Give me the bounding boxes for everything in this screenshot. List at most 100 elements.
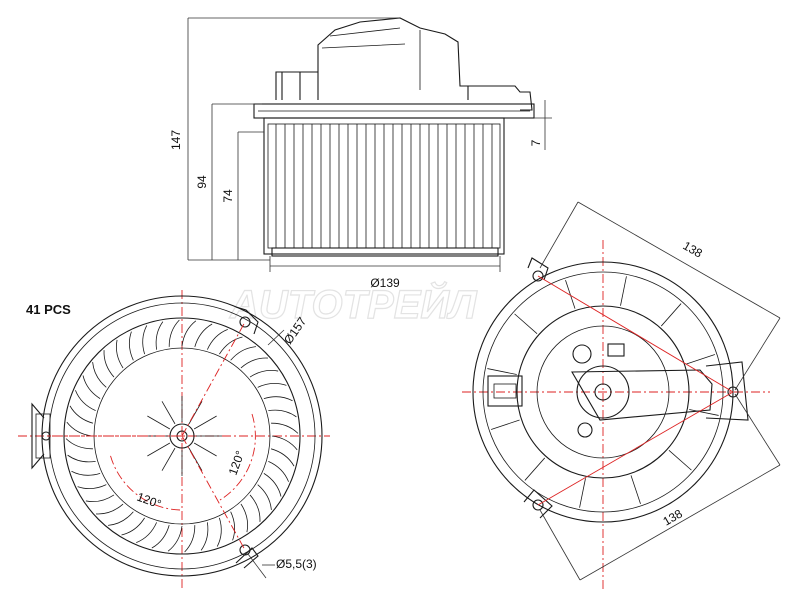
screw-bottom (577, 422, 593, 438)
wheel-rim (271, 247, 499, 257)
fan-blade (271, 422, 299, 434)
spoke (147, 442, 171, 457)
dim-span-top: 138 (681, 238, 706, 260)
spoke (161, 401, 176, 425)
fan-blade (65, 438, 93, 450)
front-blades (65, 319, 299, 553)
back-motor-ring (516, 305, 690, 479)
back-view: 138 138 (462, 201, 781, 592)
back-connector (487, 375, 523, 407)
dim-height-body: 94 (195, 175, 209, 189)
fan-blade (194, 323, 213, 348)
fan-blade (268, 409, 297, 418)
spoke (161, 447, 176, 471)
rib (668, 449, 692, 471)
fan-blade (230, 511, 236, 541)
motor-cap (576, 365, 630, 419)
connector-tab-left (31, 402, 45, 470)
back-inner-ring (536, 325, 670, 459)
rib (524, 457, 546, 481)
fan-blade (230, 346, 256, 361)
fan-blade (115, 339, 124, 369)
fan-blade (142, 325, 148, 355)
mount-ear-top (235, 306, 259, 335)
side-bracket (460, 85, 533, 111)
dim-height-wheel: 74 (221, 189, 235, 203)
rib (514, 313, 538, 335)
fan-blade (240, 503, 249, 533)
dim-wheel-diameter: Ø139 (370, 276, 400, 290)
blade-ring-outer (63, 317, 301, 555)
fan-blade (249, 369, 279, 378)
fan-blade (167, 525, 183, 552)
fan-blade (75, 390, 96, 412)
fan-blade (257, 382, 287, 388)
angle-label-1: 120° (226, 449, 248, 477)
fan-blade (151, 524, 170, 549)
spoke (147, 415, 171, 430)
rib (630, 475, 641, 505)
fan-blade (77, 484, 107, 490)
rivet-top (572, 344, 592, 364)
angle-label-2: 120° (135, 490, 163, 512)
mount-hole-bottom (239, 544, 251, 556)
wheel-blades (275, 124, 493, 248)
rib (490, 419, 520, 430)
fan-blade (257, 484, 272, 510)
rib (565, 279, 576, 309)
mount-hole-top (239, 316, 251, 328)
motor-arm (571, 369, 713, 421)
blower-wheel-side (263, 117, 505, 255)
fan-blade (249, 494, 261, 522)
fan-blade (96, 503, 124, 515)
fan-blade (155, 321, 164, 350)
fan-blade (67, 454, 96, 463)
fan-blade (92, 362, 107, 388)
quantity-label: 41 PCS (26, 302, 71, 317)
fan-blade (263, 473, 282, 497)
mount-hole-lower-left (532, 499, 544, 511)
dim-span-bottom: 138 (661, 506, 686, 528)
rib (660, 303, 682, 327)
watermark: AUTOTPEЙЛ (229, 280, 478, 327)
fan-blade (270, 448, 295, 467)
fan-blade (206, 329, 228, 350)
fan-blade (219, 336, 243, 355)
fan-blade (66, 421, 93, 437)
fan-blade (108, 511, 134, 526)
spoke (193, 442, 217, 457)
back-ribs (487, 276, 719, 508)
fan-blade (181, 320, 197, 347)
dim-hole-spec: Ø5,5(3) (276, 557, 317, 571)
rib (686, 354, 716, 365)
fan-blade (216, 517, 222, 547)
fan-blade (168, 319, 180, 347)
terminal (607, 343, 625, 357)
fan-blade (136, 522, 158, 543)
mount-hole-upper-left (532, 270, 544, 282)
connector-side (275, 71, 318, 100)
fan-blade (240, 357, 268, 369)
fan-blade (184, 525, 196, 553)
fan-blade (200, 522, 209, 551)
rib (620, 276, 627, 306)
mount-hole-right (727, 386, 739, 398)
dim-flange-thickness: 7 (529, 139, 543, 146)
fan-blade (271, 435, 298, 451)
fan-blade (103, 350, 115, 378)
side-view: 147 94 74 7 Ø139 (169, 17, 552, 290)
mount-ear-bottom (235, 547, 259, 569)
dim-height-total: 147 (169, 130, 183, 150)
front-view: Ø157 Ø5,5(3) 120° 120° (18, 290, 330, 590)
fan-blade (121, 517, 145, 536)
motor-housing (317, 17, 469, 100)
fan-blade (268, 460, 289, 482)
spoke (193, 415, 217, 430)
fan-blade (82, 375, 101, 399)
rib (579, 478, 586, 508)
fan-blade (71, 470, 101, 476)
mount-ear-right (705, 361, 749, 421)
rib (689, 409, 719, 416)
fan-blade (69, 405, 94, 424)
